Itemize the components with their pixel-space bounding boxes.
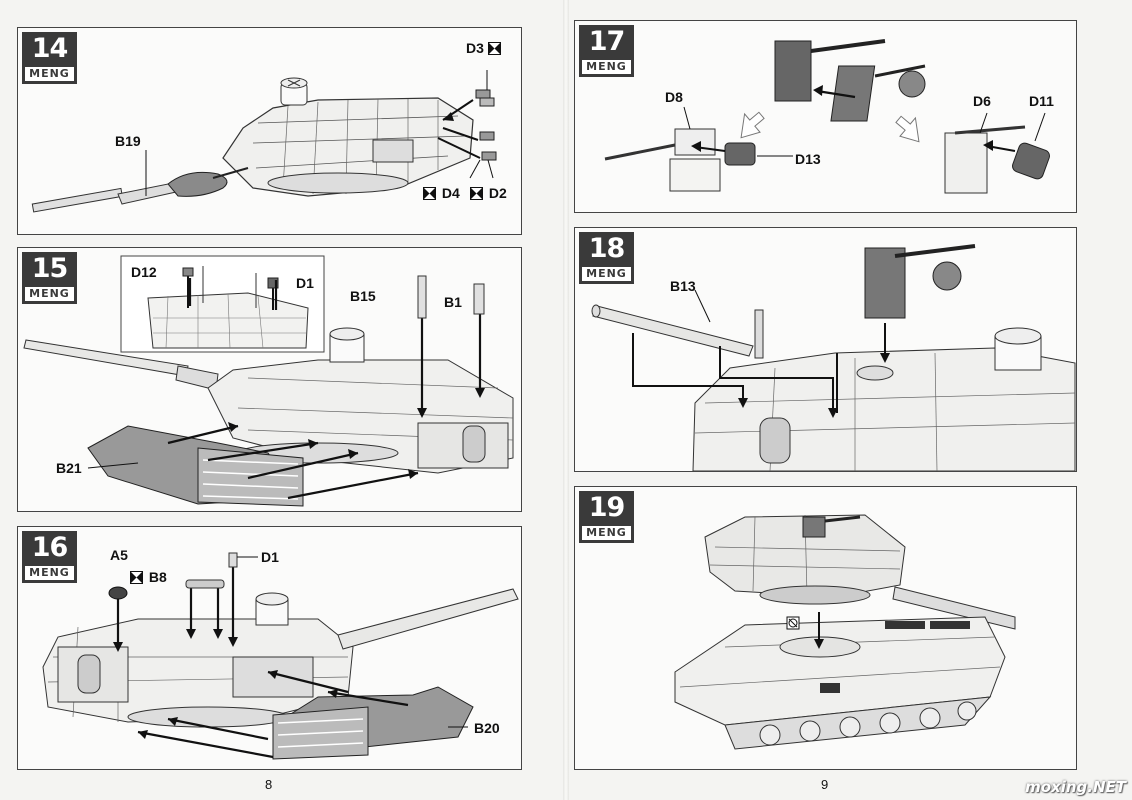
watermark: moxing.NET [1025,778,1126,796]
label-a5: A5 [110,547,128,563]
label-b21: B21 [56,460,82,476]
turret-rear-armor-illustration [42,552,519,760]
turret-roof-assembly-illustration [591,244,1076,471]
bowtie-symbol-icon [487,42,501,55]
step-17-panel: 17 MENG [574,20,1077,213]
brand-logo: MENG [582,60,631,74]
left-page: 14 MENG [17,27,522,792]
part-code: D2 [488,185,507,201]
step-19-panel: 19 MENG [574,486,1077,770]
label-d6: D6 [973,93,991,109]
bowtie-symbol-icon [470,187,483,200]
step-15-badge: 15 MENG [22,252,77,304]
step-19-badge: 19 MENG [579,491,634,543]
brand-logo: MENG [25,566,74,580]
label-d1: D1 [261,549,279,565]
step-number: 14 [31,33,69,64]
turret-gun-illustration [31,70,497,213]
brand-logo: MENG [582,267,631,281]
label-d11: D11 [1029,93,1054,109]
label-b8: B8 [130,569,167,585]
page-number-right: 9 [821,777,829,792]
label-d12: D12 [131,264,157,280]
label-b1: B1 [444,294,462,310]
step-number: 15 [31,253,69,284]
label-d4: D4 [423,185,460,201]
turret-to-hull-illustration [674,514,1016,750]
right-page: 17 MENG [566,0,1132,800]
part-code: D3 [466,40,484,56]
step-18-badge: 18 MENG [579,232,634,284]
step-number: 18 [588,233,626,264]
step-number: 17 [588,26,626,57]
label-b20: B20 [474,720,500,736]
label-d2: D2 [470,185,507,201]
no-glue-icon [786,616,800,630]
page-gutter [563,0,569,800]
step-number: 16 [31,532,69,563]
step-16-badge: 16 MENG [22,531,77,583]
label-d8: D8 [665,89,683,105]
bowtie-symbol-icon [423,187,436,200]
step-18-panel: 18 MENG [574,227,1077,472]
label-d1: D1 [296,275,314,291]
label-d3: D3 [466,40,503,56]
page-number-left: 8 [265,777,273,792]
step-16-panel: 16 MENG [17,526,522,770]
bowtie-symbol-icon [130,571,143,584]
step-17-badge: 17 MENG [579,25,634,77]
label-b19: B19 [115,133,141,149]
brand-logo: MENG [582,526,631,540]
part-code: B8 [148,569,167,585]
label-d13: D13 [795,151,821,167]
label-b13: B13 [670,278,696,294]
brand-logo: MENG [25,287,74,301]
brand-logo: MENG [25,67,74,81]
turret-side-armor-illustration [23,255,514,507]
step-15-panel: 15 MENG [17,247,522,512]
step-14-badge: 14 MENG [22,32,77,84]
step-14-panel: 14 MENG [17,27,522,235]
label-b15: B15 [350,288,376,304]
part-code: D4 [441,185,460,201]
machine-gun-assembly-illustration [604,39,1050,194]
step-number: 19 [588,492,626,523]
